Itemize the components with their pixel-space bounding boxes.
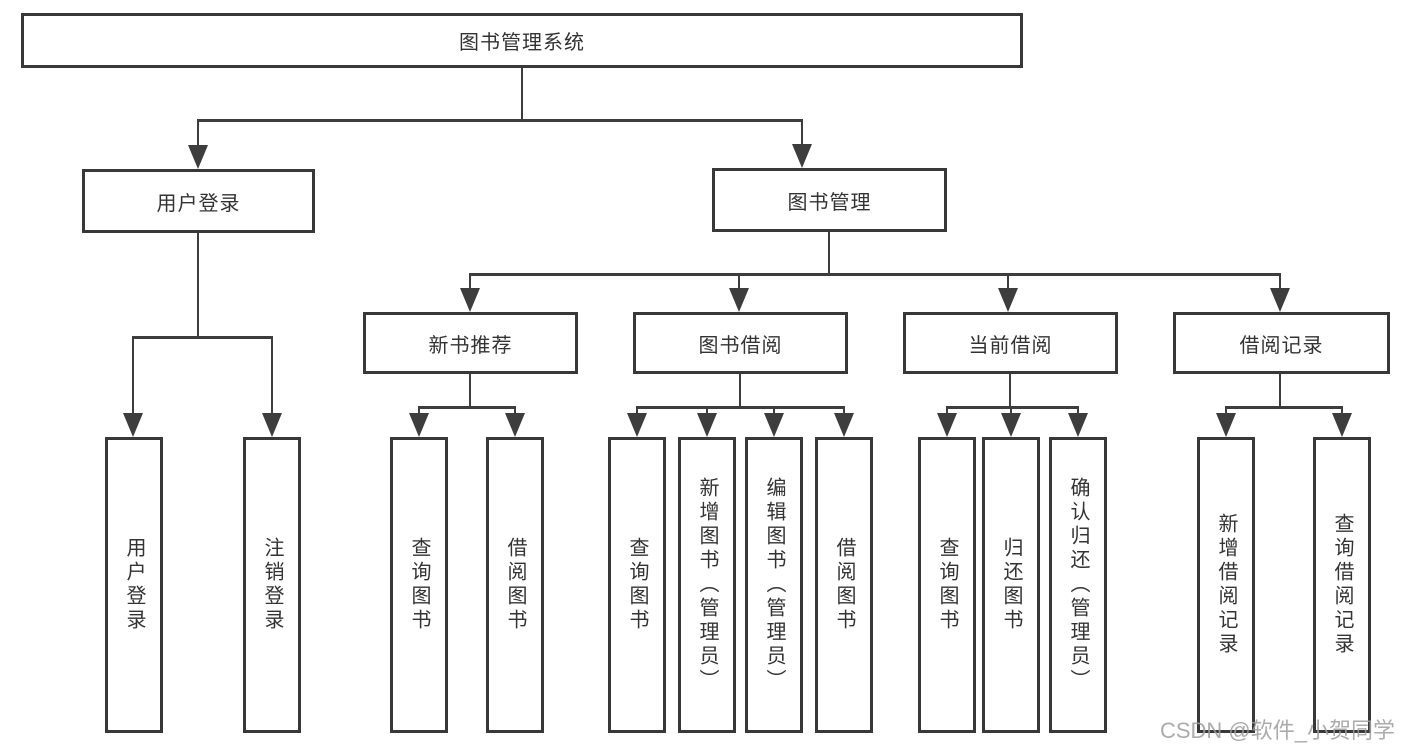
arrowhead-down-icon (1216, 413, 1236, 437)
connector-line (131, 336, 135, 413)
arrowhead-down-icon (460, 288, 480, 312)
arrowhead-down-icon (697, 413, 717, 437)
node-book-management: 图书管理 (712, 168, 947, 232)
csdn-watermark: CSDN @软件_小贺同学 (1159, 718, 1395, 743)
leaf-borrow-query-books: 查询图书 (608, 437, 666, 733)
arrowhead-down-icon (834, 413, 854, 437)
connector-line (637, 406, 844, 409)
arrowhead-down-icon (123, 413, 143, 437)
leaf-current-query-books: 查询图书 (918, 437, 976, 733)
connector-line (419, 406, 515, 409)
connector-line (945, 406, 949, 413)
leaf-user-login: 用户登录 (105, 437, 163, 733)
node-new-book-recommend: 新书推荐 (363, 312, 578, 374)
arrowhead-down-icon (764, 413, 784, 437)
arrowhead-down-icon (792, 144, 812, 168)
leaf-newbooks-query-books: 查询图书 (390, 437, 448, 733)
node-root: 图书管理系统 (21, 13, 1023, 68)
arrowhead-down-icon (937, 413, 957, 437)
arrowhead-down-icon (1332, 413, 1352, 437)
connector-line (133, 336, 272, 339)
node-current-borrow: 当前借阅 (903, 312, 1118, 374)
connector-line (196, 233, 200, 336)
connector-line (270, 336, 274, 413)
leaf-records-add-record: 新增借阅记录 (1197, 437, 1255, 733)
connector-line (1009, 406, 1013, 413)
arrowhead-down-icon (188, 145, 208, 169)
leaf-borrow-borrow-books: 借阅图书 (815, 437, 873, 733)
arrowhead-down-icon (1001, 413, 1021, 437)
connector-line (196, 119, 200, 145)
arrowhead-down-icon (627, 413, 647, 437)
leaf-records-query-record: 查询借阅记录 (1313, 437, 1371, 733)
connector-line (772, 406, 776, 413)
leaf-current-confirm-return-admin: 确认归还（管理员） (1049, 437, 1107, 733)
node-borrow-records: 借阅记录 (1173, 312, 1390, 374)
connector-line (1278, 374, 1282, 406)
arrowhead-down-icon (998, 288, 1018, 312)
connector-line (827, 232, 831, 273)
connector-line (635, 406, 639, 413)
leaf-borrow-add-books-admin: 新增图书（管理员） (678, 437, 736, 733)
leaf-borrow-edit-books-admin: 编辑图书（管理员） (745, 437, 803, 733)
connector-line (468, 273, 472, 288)
arrowhead-down-icon (409, 413, 429, 437)
connector-line (1278, 273, 1282, 288)
connector-line (842, 406, 846, 413)
arrowhead-down-icon (1270, 288, 1290, 312)
connector-line (947, 406, 1078, 409)
connector-line (705, 406, 709, 413)
connector-line (737, 273, 741, 288)
leaf-logout: 注销登录 (243, 437, 301, 733)
connector-line (1226, 406, 1342, 409)
connector-line (1008, 374, 1012, 406)
connector-line (800, 119, 804, 144)
arrowhead-down-icon (505, 413, 525, 437)
connector-line (1076, 406, 1080, 413)
connector-line (470, 273, 1280, 276)
connector-line (417, 406, 421, 413)
connector-line (738, 374, 742, 406)
connector-line (468, 374, 472, 406)
arrowhead-down-icon (1068, 413, 1088, 437)
connector-line (1224, 406, 1228, 413)
arrowhead-down-icon (729, 288, 749, 312)
leaf-newbooks-borrow-books: 借阅图书 (486, 437, 544, 733)
leaf-current-return-books: 归还图书 (982, 437, 1040, 733)
node-user-login: 用户登录 (82, 169, 315, 233)
connector-line (198, 119, 802, 122)
arrowhead-down-icon (262, 413, 282, 437)
node-book-borrow: 图书借阅 (633, 312, 848, 374)
connector-line (520, 68, 524, 119)
connector-line (513, 406, 517, 413)
connector-line (1340, 406, 1344, 413)
connector-line (1006, 273, 1010, 288)
